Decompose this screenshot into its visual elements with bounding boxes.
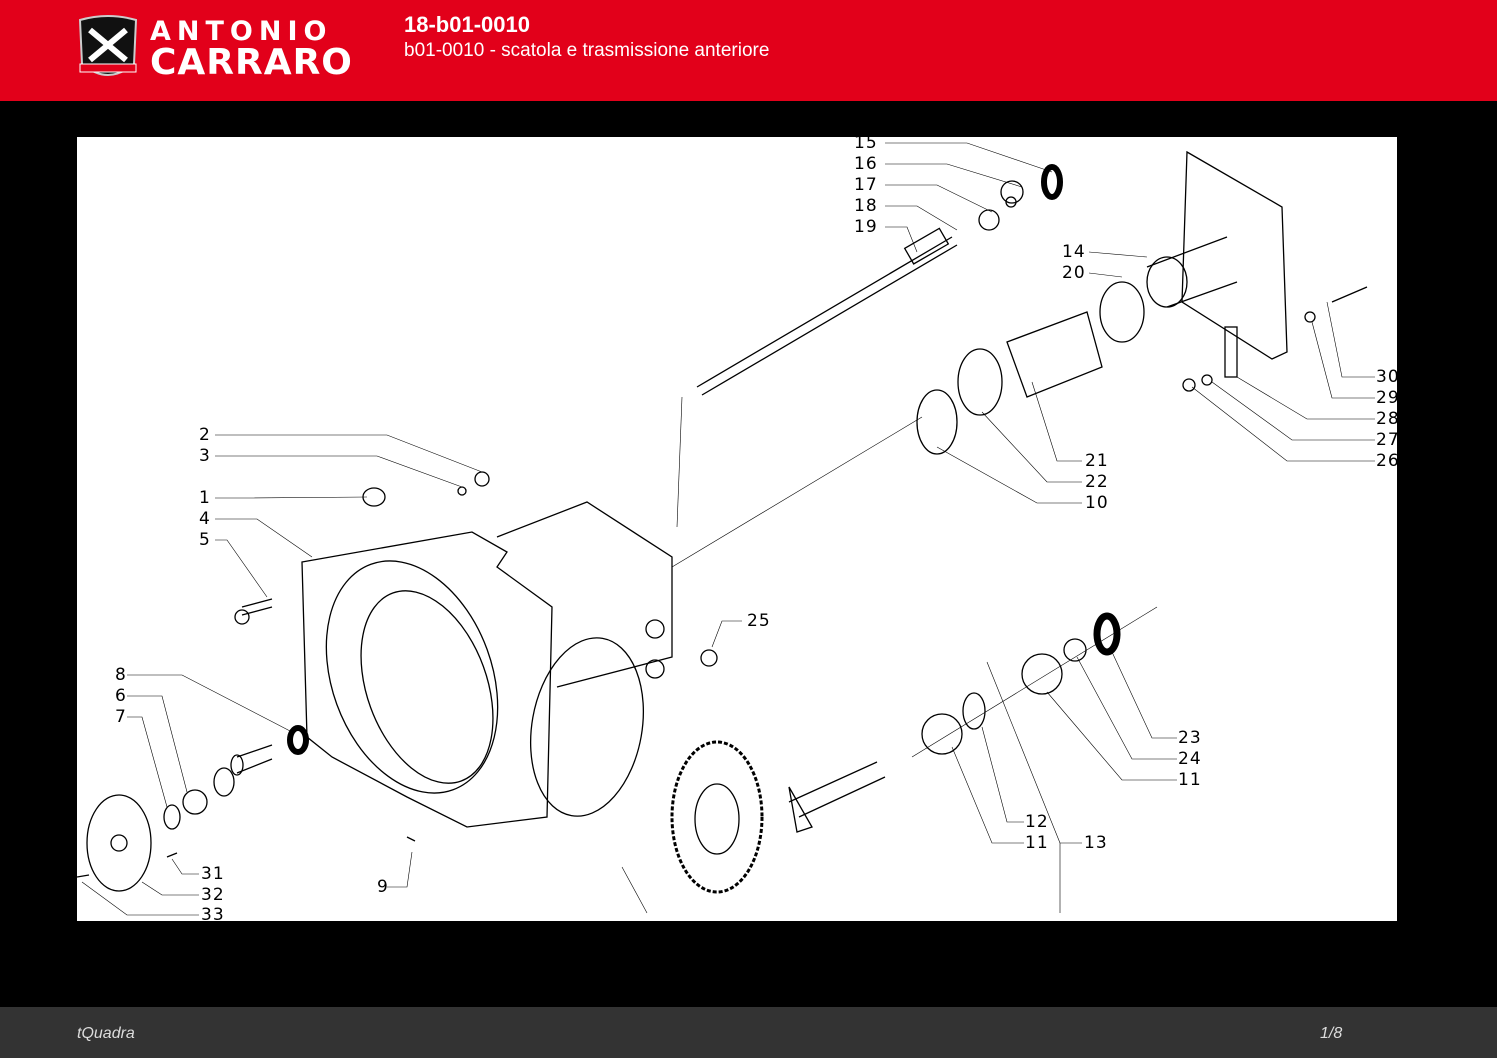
callout-23: 23 [1178,728,1202,748]
header: ANTONIO CARRARO 18-b01-0010 b01-0010 - s… [0,0,1497,101]
callout-4: 4 [199,509,211,529]
part-description: b01-0010 - scatola e trasmissione anteri… [404,40,770,61]
callout-22: 22 [1085,472,1109,492]
brand-line-1: ANTONIO [150,16,333,47]
callout-19: 19 [854,217,878,237]
callout-5: 5 [199,530,211,550]
callout-10: 10 [1085,493,1109,513]
callout-6: 6 [115,686,127,706]
callout-14: 14 [1062,242,1086,262]
callout-31: 31 [201,864,225,884]
callout-27: 27 [1376,430,1397,450]
callout-16: 16 [854,154,878,174]
callout-29: 29 [1376,388,1397,408]
callout-2: 2 [199,425,211,445]
callout-11b: 11 [1025,833,1049,853]
exploded-diagram: 15 16 17 18 19 14 20 30 29 28 27 26 21 2… [77,137,1397,921]
callout-30: 30 [1376,367,1397,387]
callout-7: 7 [115,707,127,727]
brand-line-2: CARRARO [150,42,353,83]
callout-8: 8 [115,665,127,685]
callout-26: 26 [1376,451,1397,471]
page-indicator: 1/8 [1320,1025,1343,1042]
callout-13: 13 [1084,833,1108,853]
callout-25: 25 [747,611,771,631]
exploded-parts-drawing [77,142,1375,916]
footer-brand: tQuadra [77,1025,135,1042]
callout-18: 18 [854,196,878,216]
callout-12: 12 [1025,812,1049,832]
part-code: 18-b01-0010 [404,12,530,37]
callout-3: 3 [199,446,211,466]
shield-logo-icon [78,15,138,76]
callout-32: 32 [201,885,225,905]
callout-28: 28 [1376,409,1397,429]
callout-9: 9 [377,877,389,897]
callout-11: 11 [1178,770,1202,790]
callout-1: 1 [199,488,211,508]
callout-17: 17 [854,175,878,195]
callout-15: 15 [854,137,878,153]
callout-24: 24 [1178,749,1202,769]
footer: tQuadra 1/8 [0,1007,1497,1058]
callout-20: 20 [1062,263,1086,283]
callout-33: 33 [201,905,225,922]
callout-21: 21 [1085,451,1109,471]
antonio-carraro-logo: ANTONIO CARRARO [76,14,381,84]
